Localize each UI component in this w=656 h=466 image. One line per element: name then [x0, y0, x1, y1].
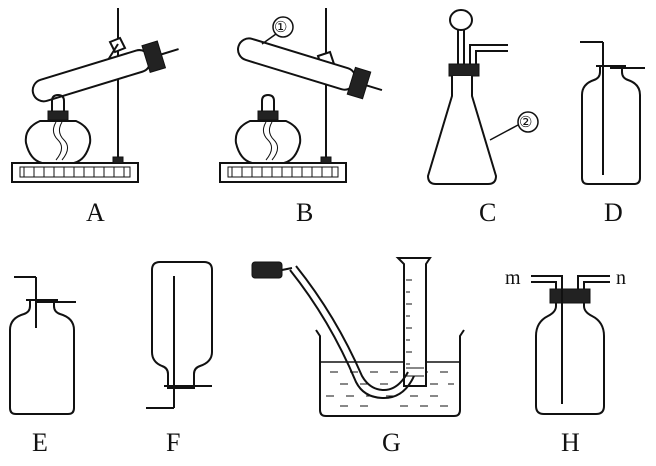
port-n-label: n	[616, 267, 626, 289]
marker-one-circle	[272, 16, 294, 38]
label-e: E	[32, 428, 48, 457]
apparatus-a: A	[11, 8, 179, 227]
port-m-label: m	[505, 267, 521, 289]
marker-two-circle	[517, 111, 539, 133]
label-h: H	[561, 428, 580, 457]
apparatus-h: m n H	[505, 267, 626, 457]
apparatus-f: F	[146, 261, 213, 457]
label-f: F	[166, 428, 180, 457]
apparatus-b: ① B	[219, 8, 383, 227]
apparatus-d: D	[580, 41, 645, 227]
marker-one: ①	[274, 20, 287, 36]
label-a: A	[86, 198, 105, 227]
label-b: B	[296, 198, 313, 227]
label-d: D	[604, 198, 623, 227]
label-c: C	[479, 198, 496, 227]
marker-two: ②	[519, 115, 532, 131]
apparatus-g: G	[251, 257, 465, 457]
label-g: G	[382, 428, 401, 457]
apparatus-e: E	[9, 276, 76, 457]
apparatus-c: ② C	[426, 9, 539, 227]
